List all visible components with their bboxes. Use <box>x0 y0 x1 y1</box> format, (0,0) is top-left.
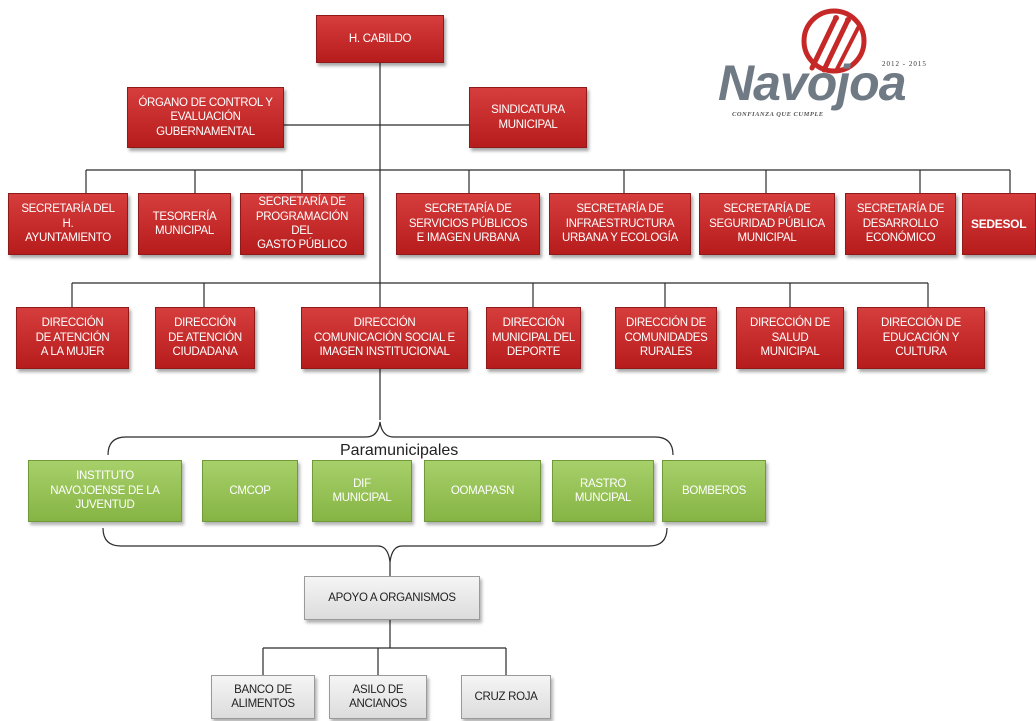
banco-alimentos-box: BANCO DE ALIMENTOS <box>211 675 315 719</box>
secretaria-seguridad-box: SECRETARÍA DE SEGURIDAD PÚBLICA MUNICIPA… <box>699 193 835 255</box>
cabildo-box: H. CABILDO <box>316 15 444 63</box>
apoyo-organismos-box: APOYO A ORGANISMOS <box>304 576 480 620</box>
direccion-ciudadana-box: DIRECCIÓN DE ATENCIÓN CIUDADANA <box>155 307 255 369</box>
paramunicipal-rastro-box: RASTRO MUNCIPAL <box>552 460 654 522</box>
secretaria-infraestructura-box: SECRETARÍA DE INFRAESTRUCTURA URBANA Y E… <box>549 193 691 255</box>
paramunicipales-label: Paramunicipales <box>340 442 459 459</box>
direccion-educacion-box: DIRECCIÓN DE EDUCACIÓN Y CULTURA <box>857 307 985 369</box>
paramunicipal-bomberos-box: BOMBEROS <box>662 460 766 522</box>
secretaria-servicios-box: SECRETARÍA DE SERVICIOS PÚBLICOS E IMAGE… <box>396 193 540 255</box>
logo-years: 2012 - 2015 <box>882 60 927 68</box>
tesoreria-box: TESORERÍA MUNICIPAL <box>138 193 231 255</box>
sindicatura-box: SINDICATURA MUNICIPAL <box>469 87 587 148</box>
asilo-ancianos-box: ASILO DE ANCIANOS <box>329 675 427 719</box>
logo-wordmark: Navojoa <box>718 55 907 111</box>
paramunicipal-dif-box: DIF MUNICIPAL <box>312 460 412 522</box>
secretaria-ayuntamiento-box: SECRETARÍA DEL H. AYUNTAMIENTO <box>8 193 128 255</box>
paramunicipal-instituto-box: INSTITUTO NAVOJOENSE DE LA JUVENTUD <box>28 460 182 522</box>
direccion-comunicacion-box: DIRECCIÓN COMUNICACIÓN SOCIAL E IMAGEN I… <box>301 307 468 369</box>
direccion-rurales-box: DIRECCIÓN DE COMUNIDADES RURALES <box>615 307 717 369</box>
sedesol-box: SEDESOL <box>962 193 1036 255</box>
wheat-emblem-icon <box>801 8 867 74</box>
direccion-mujer-box: DIRECCIÓN DE ATENCIÓN A LA MUJER <box>16 307 129 369</box>
direccion-salud-box: DIRECCIÓN DE SALUD MUNICIPAL <box>736 307 844 369</box>
logo-tagline: CONFIANZA QUE CUMPLE <box>732 111 824 118</box>
direccion-deporte-box: DIRECCIÓN MUNICIPAL DEL DEPORTE <box>486 307 581 369</box>
paramunicipal-oomapasn-box: OOMAPASN <box>424 460 541 522</box>
cruz-roja-box: CRUZ ROJA <box>461 675 551 719</box>
secretaria-programacion-box: SECRETARÍA DE PROGRAMACIÓN DEL GASTO PÚB… <box>240 193 364 255</box>
paramunicipal-cmcop-box: CMCOP <box>202 460 298 522</box>
organo-control-box: ÓRGANO DE CONTROL Y EVALUACIÓN GUBERNAME… <box>127 87 284 148</box>
navojoa-logo: Navojoa 2012 - 2015 CONFIANZA QUE CUMPLE <box>712 8 952 124</box>
secretaria-desarrollo-box: SECRETARÍA DE DESARROLLO ECONÓMICO <box>845 193 956 255</box>
